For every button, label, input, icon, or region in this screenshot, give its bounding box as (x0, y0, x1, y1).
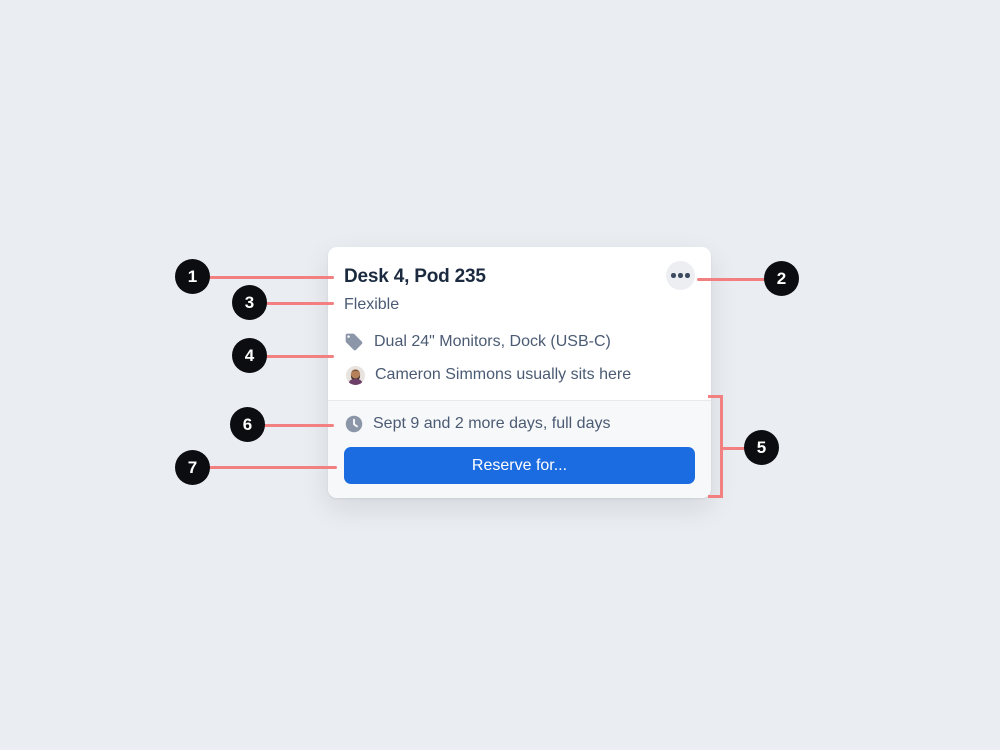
callout-2-label: 2 (776, 268, 787, 288)
callout-line-6 (263, 423, 334, 427)
tag-icon (345, 333, 363, 351)
schedule-row: Sept 9 and 2 more days, full days (344, 413, 695, 435)
callout-4-label: 4 (244, 345, 255, 365)
callout-7-label: 7 (187, 457, 198, 477)
callout-line-5 (721, 446, 746, 450)
callout-5: 5 (744, 430, 779, 465)
callout-line-4 (265, 354, 334, 358)
callout-3-label: 3 (244, 292, 255, 312)
callout-4: 4 (232, 338, 267, 373)
clock-icon (345, 415, 363, 433)
amenities-row: Dual 24" Monitors, Dock (USB-C) (344, 331, 695, 353)
desk-type-label: Flexible (344, 296, 400, 313)
desk-card: Desk 4, Pod 235 Flexible Dual 24" Monito… (328, 247, 711, 498)
callout-3: 3 (232, 285, 267, 320)
schedule-text: Sept 9 and 2 more days, full days (373, 415, 611, 432)
callout-6: 6 (230, 407, 265, 442)
desk-card-body: Desk 4, Pod 235 Flexible Dual 24" Monito… (328, 247, 711, 400)
ellipsis-icon (671, 273, 690, 278)
amenities-text: Dual 24" Monitors, Dock (USB-C) (374, 333, 611, 350)
callout-line-2 (697, 277, 767, 281)
reserve-button[interactable]: Reserve for... (344, 447, 695, 484)
callout-1-label: 1 (187, 266, 198, 286)
callout-1: 1 (175, 259, 210, 294)
callout-line-7 (208, 465, 337, 469)
owner-row: Cameron Simmons usually sits here (344, 364, 695, 386)
callout-2: 2 (764, 261, 799, 296)
callout-5-label: 5 (756, 437, 767, 457)
desk-title: Desk 4, Pod 235 (344, 265, 486, 287)
desk-card-footer: Sept 9 and 2 more days, full days Reserv… (328, 400, 711, 498)
desk-card-title-row: Desk 4, Pod 235 (344, 261, 695, 290)
callout-line-1 (208, 275, 334, 279)
callout-line-3 (265, 301, 334, 305)
owner-text: Cameron Simmons usually sits here (375, 366, 632, 383)
avatar (346, 365, 365, 385)
more-options-button[interactable] (666, 261, 695, 290)
callout-7: 7 (175, 450, 210, 485)
callout-6-label: 6 (242, 414, 253, 434)
